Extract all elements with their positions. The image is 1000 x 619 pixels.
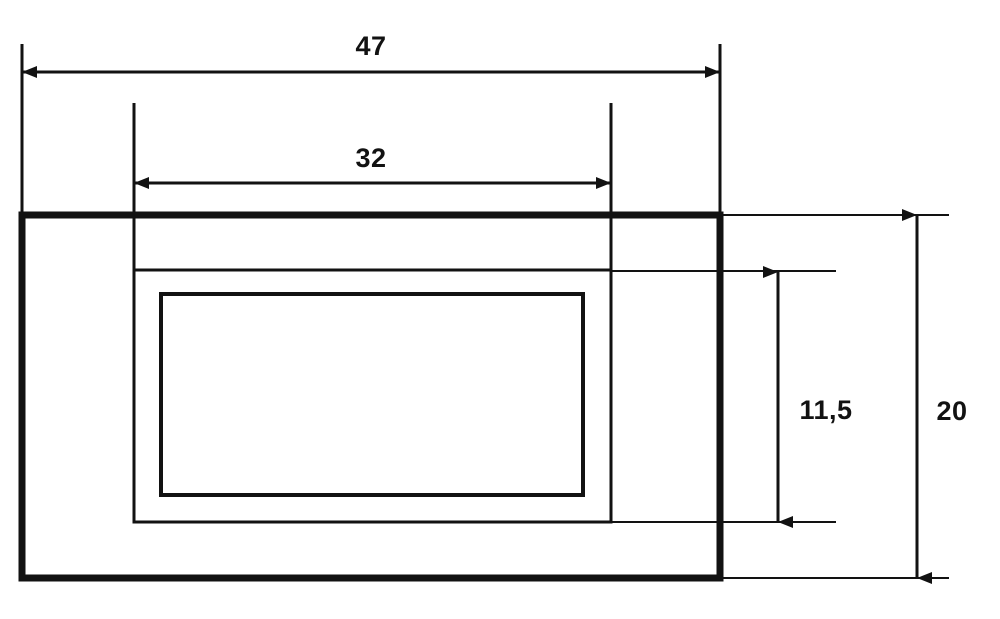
outer-profile-rectangle — [18, 211, 724, 582]
inner-profile-rectangle — [159, 292, 585, 497]
inner-rectangle-path — [159, 292, 585, 497]
dimension-label-inner-height: 11,5 — [799, 395, 852, 425]
dimension-label-inner-width: 32 — [355, 143, 386, 173]
outer-rectangle-path — [18, 211, 724, 582]
middle-rectangle-path — [132, 268, 613, 524]
dimension-label-overall-height: 20 — [936, 396, 967, 426]
dimension-label-overall-width: 47 — [355, 31, 386, 61]
middle-profile-rectangle — [132, 268, 613, 524]
